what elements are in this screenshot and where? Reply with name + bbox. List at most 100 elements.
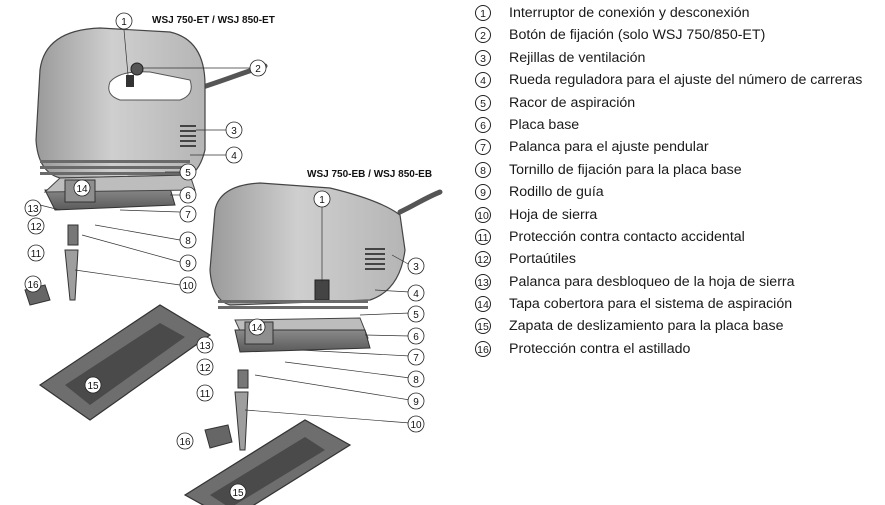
jigsaw-bottom (183, 182, 443, 505)
callout-4-bottom: 4 (407, 284, 425, 302)
svg-text:7: 7 (185, 210, 191, 221)
legend-text: Protección contra el astillado (509, 340, 691, 357)
callout-2-top: 2 (249, 59, 267, 77)
callout-12-top: 12 (27, 217, 45, 235)
callouts-bottom: 1 3 4 5 6 7 8 9 10 11 12 13 14 15 16 (176, 190, 425, 501)
legend-number: 2 (475, 27, 491, 44)
callout-3-top: 3 (225, 121, 243, 139)
svg-text:4: 4 (231, 151, 237, 162)
jigsaw-top (24, 27, 268, 421)
callout-16-bottom: 16 (176, 432, 194, 450)
legend-text: Hoja de sierra (509, 206, 598, 223)
callout-9-bottom: 9 (407, 392, 425, 410)
legend-number: 16 (475, 340, 491, 357)
callout-lines-top (39, 29, 250, 286)
svg-text:10: 10 (182, 281, 194, 292)
legend-text: Tapa cobertora para el sistema de aspira… (509, 296, 793, 313)
legend-item-16: 16 Protección contra el astillado (475, 340, 880, 359)
svg-text:8: 8 (413, 375, 419, 386)
legend-number: 6 (475, 116, 491, 133)
callout-8-bottom: 8 (407, 370, 425, 388)
legend-item-9: 9 Rodillo de guía (475, 183, 880, 202)
legend-text: Palanca para desbloqueo de la hoja de si… (509, 273, 795, 290)
legend-text: Placa base (509, 116, 580, 133)
svg-text:1: 1 (319, 195, 325, 206)
callout-4-top: 4 (225, 146, 243, 164)
legend-number: 13 (475, 273, 491, 290)
svg-text:15: 15 (232, 488, 244, 499)
legend-number: 5 (475, 94, 491, 111)
svg-text:2: 2 (255, 64, 261, 75)
legend-text: Tornillo de fijación para la placa base (509, 161, 742, 178)
legend-text: Protección contra contacto accidental (509, 228, 745, 245)
svg-text:16: 16 (179, 437, 191, 448)
legend-text: Rueda reguladora para el ajuste del núme… (509, 72, 863, 89)
callout-11-top: 11 (27, 244, 45, 262)
svg-text:9: 9 (413, 397, 419, 408)
legend-number: 15 (475, 318, 491, 335)
jigsaw-diagram: WSJ 750-ET / WSJ 850-ET WSJ 750-EB / WSJ… (24, 12, 443, 505)
svg-text:6: 6 (185, 191, 191, 202)
callout-lines-bottom (244, 205, 411, 424)
legend-text: Rodillo de guía (509, 184, 604, 201)
callout-11-bottom: 11 (196, 384, 214, 402)
legend-item-13: 13 Palanca para desbloqueo de la hoja de … (475, 273, 880, 292)
callout-13-top: 13 (24, 199, 42, 217)
callout-12-bottom: 12 (196, 358, 214, 376)
legend-number: 1 (475, 5, 491, 21)
legend-text: Racor de aspiración (509, 94, 636, 111)
legend-number: 12 (475, 251, 491, 268)
svg-text:14: 14 (76, 184, 88, 195)
legend-item-12: 12 Portaútiles (475, 250, 880, 269)
svg-text:11: 11 (200, 389, 211, 400)
callout-9-top: 9 (179, 254, 197, 272)
legend-item-11: 11 Protección contra contacto accidental (475, 228, 880, 247)
legend-item-8: 8 Tornillo de fijación para la placa base (475, 161, 880, 180)
callout-7-bottom: 7 (407, 348, 425, 366)
svg-text:13: 13 (27, 204, 39, 215)
callout-5-top: 5 (179, 163, 197, 181)
parts-legend: 1 Interruptor de conexión y desconexión 2 B… (475, 4, 880, 362)
callout-1-bottom: 1 (313, 190, 331, 208)
svg-text:1: 1 (121, 17, 127, 28)
legend-item-1: 1 Interruptor de conexión y desconexión (475, 4, 880, 23)
legend-number: 8 (475, 161, 491, 178)
callout-3-bottom: 3 (407, 257, 425, 275)
svg-text:16: 16 (27, 280, 39, 291)
legend-number: 4 (475, 72, 491, 89)
svg-text:12: 12 (30, 222, 42, 233)
legend-text: Palanca para el ajuste pendular (509, 139, 709, 156)
svg-text:11: 11 (31, 249, 42, 260)
svg-text:14: 14 (251, 323, 263, 334)
legend-text: Botón de fijación (solo WSJ 750/850-ET) (509, 27, 766, 44)
legend-text: Interruptor de conexión y desconexión (509, 5, 750, 21)
legend-text: Rejillas de ventilación (509, 49, 646, 66)
svg-text:4: 4 (413, 289, 419, 300)
svg-text:6: 6 (413, 332, 419, 343)
legend-number: 11 (475, 228, 491, 245)
callout-6-top: 6 (179, 186, 197, 204)
callout-15-bottom: 15 (229, 483, 247, 501)
callout-8-top: 8 (179, 231, 197, 249)
svg-text:15: 15 (87, 381, 99, 392)
callout-14-bottom: 14 (248, 318, 266, 336)
callout-13-bottom: 13 (196, 336, 214, 354)
svg-text:9: 9 (185, 259, 191, 270)
legend-item-6: 6 Placa base (475, 116, 880, 135)
callout-16-top: 16 (24, 275, 42, 293)
svg-text:3: 3 (413, 262, 419, 273)
callouts-top: 1 2 3 4 5 6 7 8 9 10 11 12 13 14 15 16 (24, 12, 267, 394)
legend-number: 9 (475, 184, 491, 201)
callout-15-top: 15 (84, 376, 102, 394)
svg-text:12: 12 (199, 363, 211, 374)
legend-text: Portaútiles (509, 251, 577, 268)
legend-number: 14 (475, 296, 491, 313)
model-label-bottom: WSJ 750-EB / WSJ 850-EB (307, 169, 432, 180)
callout-10-top: 10 (179, 276, 197, 294)
legend-item-2: 2 Botón de fijación (solo WSJ 750/850-ET) (475, 26, 880, 45)
callout-1-top: 1 (115, 12, 133, 30)
